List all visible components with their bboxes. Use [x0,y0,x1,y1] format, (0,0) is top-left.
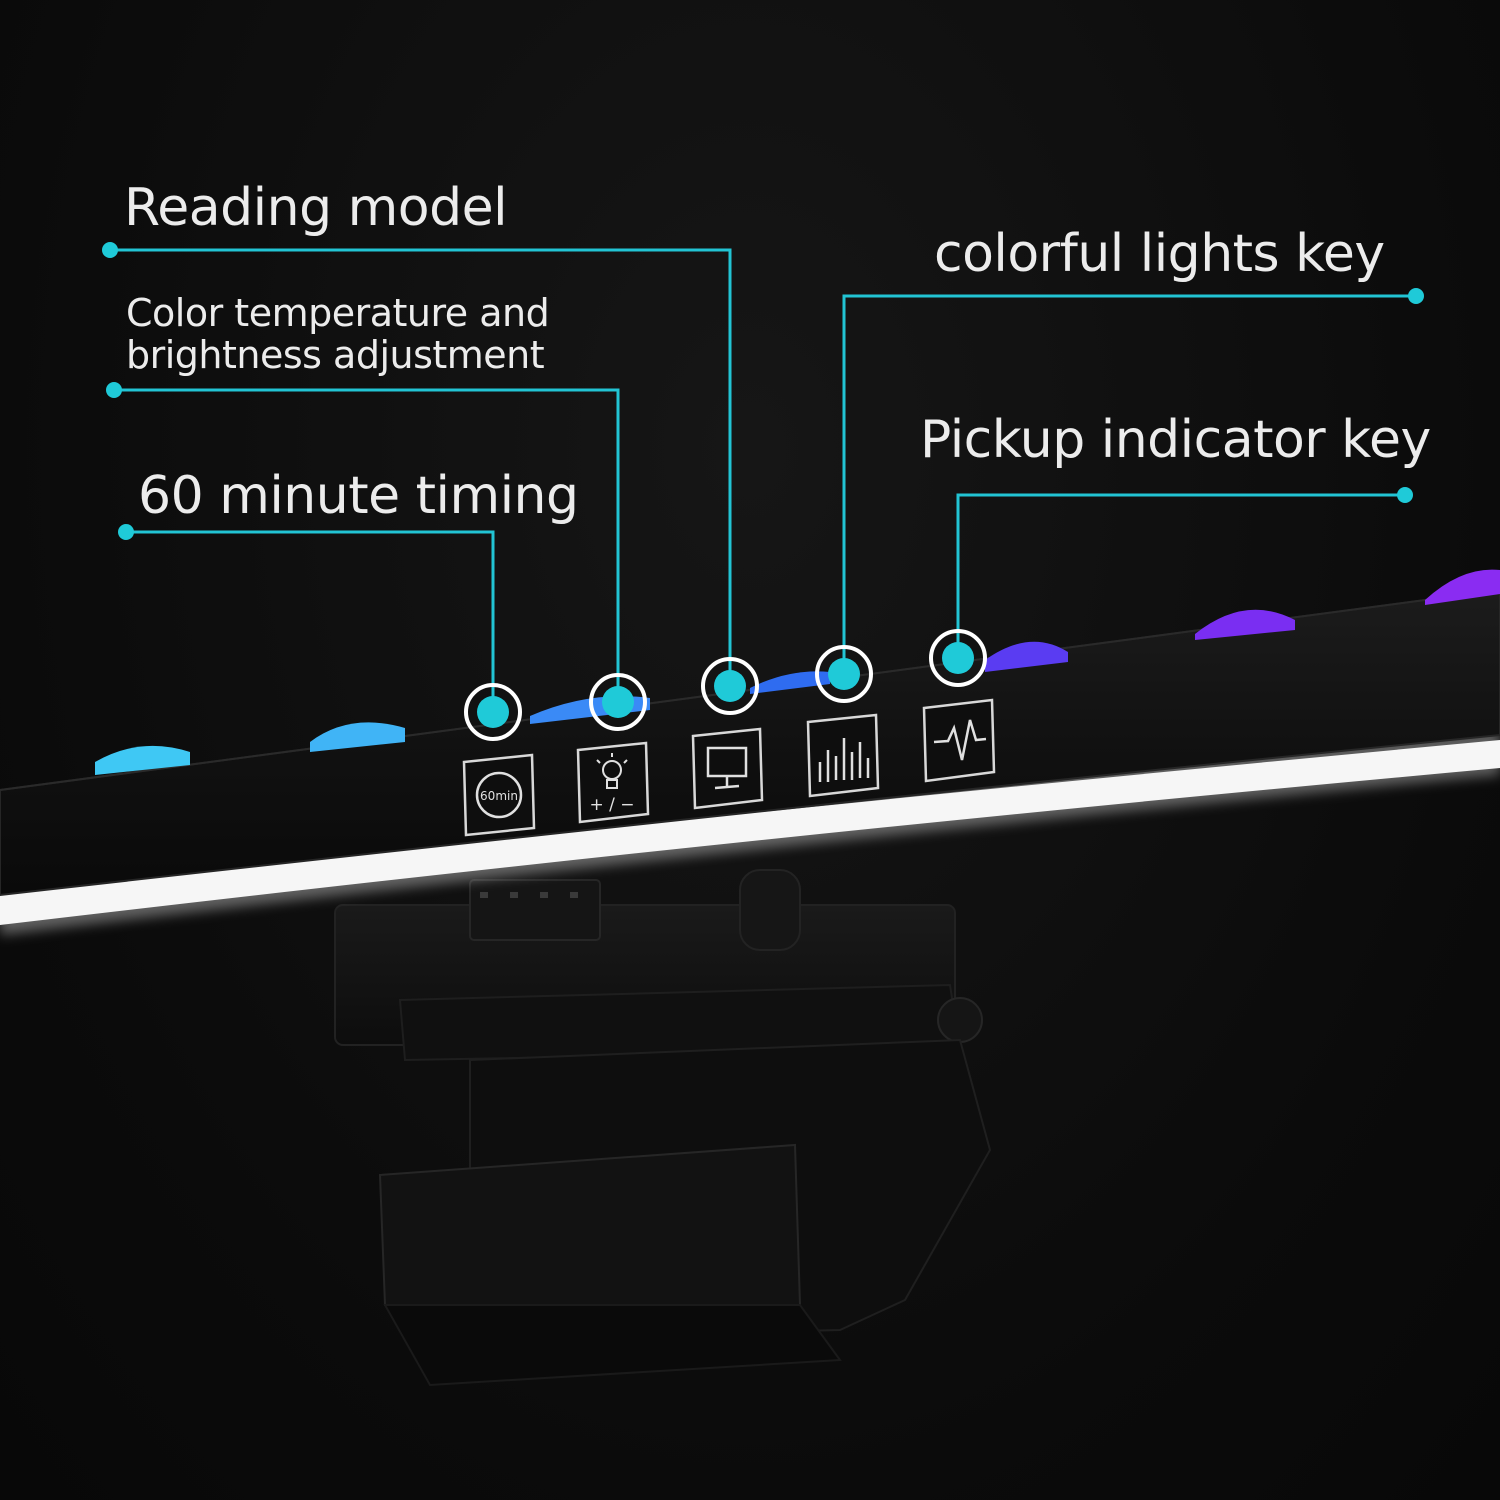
monitor-icon [706,746,748,790]
callout-targets [464,629,987,741]
target-reading [701,657,759,715]
touch-key-timer[interactable]: 60min [462,753,536,837]
callout-label-timing: 60 minute timing [138,466,579,526]
callout-label-pickup-indicator: Pickup indicator key [920,410,1431,470]
bulb-plus-minus-text: + / − [589,795,634,815]
target-brightness [589,673,647,731]
touch-key-pickup[interactable] [922,698,996,783]
callout-label-colorful-lights: colorful lights key [934,224,1385,284]
callout-label-color-temperature-line2: brightness adjustment [126,333,545,377]
touch-key-reading[interactable] [691,727,764,810]
monitor-clamp [334,869,992,1387]
callout-lines [110,248,1416,712]
target-timer [464,683,522,741]
touch-key-colorful-lights[interactable] [806,713,880,798]
callout-end-dots [102,242,1424,540]
callout-label-color-temperature: Color temperature and brightness adjustm… [126,291,550,377]
target-colorful-lights [815,645,873,703]
bulb-plus-minus-icon: + / − [589,753,635,815]
callout-label-reading-model: Reading model [124,178,508,238]
callout-label-color-temperature-line1: Color temperature and [126,291,550,335]
target-pickup [929,629,987,687]
under-glow-light [0,730,1500,935]
timer-60min-icon: 60min [475,771,523,819]
rgb-led-segments [95,569,1500,775]
touch-key-brightness[interactable]: + / − [576,741,650,824]
timer-60min-text: 60min [480,789,518,803]
pulse-wave-icon [933,719,987,761]
equalizer-bars-icon [818,738,870,782]
